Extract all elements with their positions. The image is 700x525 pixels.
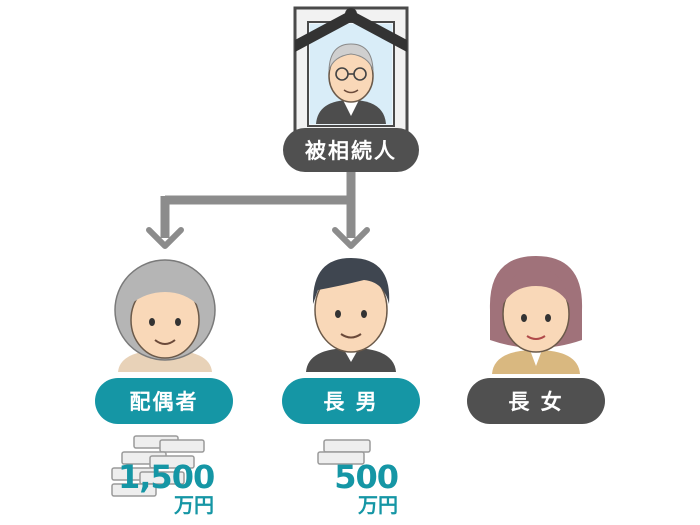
arrow-head-son xyxy=(332,227,370,249)
daughter-figure xyxy=(489,256,583,374)
spouse-amount: 1,500 万円 xyxy=(118,458,215,517)
son-figure xyxy=(306,258,396,372)
son-amount-unit: 万円 xyxy=(358,493,398,517)
arrow-head-spouse xyxy=(146,227,184,249)
spouse-pill xyxy=(95,378,233,424)
memorial-portrait xyxy=(293,6,409,138)
deceased-pill xyxy=(283,128,419,172)
spouse-figure xyxy=(114,259,216,372)
money-stack-icon xyxy=(111,435,205,497)
spouse-label: 配偶者 xyxy=(129,390,199,414)
spouse-amount-value: 1,500 xyxy=(118,458,215,496)
arrow-heads xyxy=(146,227,370,249)
daughter-pill xyxy=(467,378,605,424)
deceased-label: 被相続人 xyxy=(305,139,397,163)
daughter-label: 長 女 xyxy=(508,390,564,414)
son-amount: 500 万円 xyxy=(318,458,399,517)
money-stack-icon xyxy=(317,439,371,465)
son-label: 長 男 xyxy=(323,390,379,414)
arrows xyxy=(160,172,356,238)
son-pill xyxy=(282,378,420,424)
spouse-amount-unit: 万円 xyxy=(174,493,214,517)
son-amount-value: 500 xyxy=(334,458,399,496)
